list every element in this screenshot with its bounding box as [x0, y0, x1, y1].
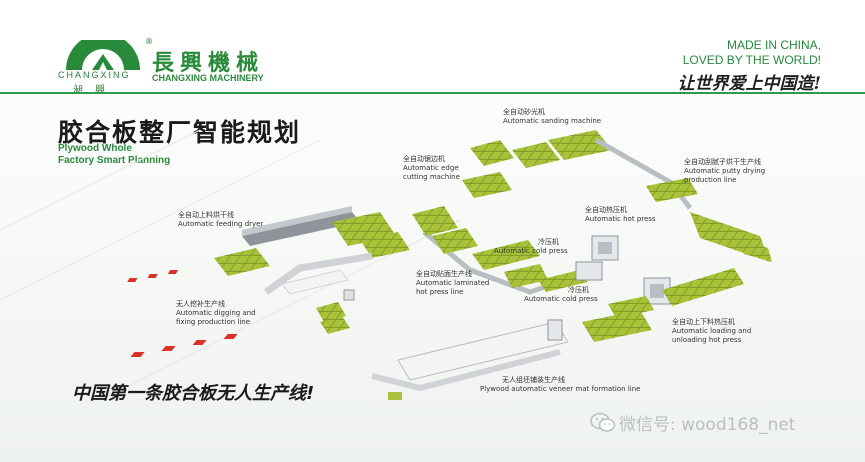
label-feeding-dryer-cn: 全自动上料烘干线	[178, 211, 234, 219]
label-veneer-cn: 无人组坯铺装生产线	[502, 376, 565, 384]
header: CHANGXING 昶興 ® 長興機械 CHANGXING MACHINERY …	[0, 0, 865, 96]
label-sanding: 全自动砂光机 Automatic sanding machine	[503, 108, 601, 126]
label-veneer-en: Plywood automatic veneer mat formation l…	[480, 385, 641, 393]
label-digging-en-1: Automatic digging and	[176, 309, 256, 317]
label-loading-cn: 全自动上下料热压机	[672, 318, 735, 326]
label-sanding-cn: 全自动砂光机	[503, 108, 545, 116]
putty-drying-line	[690, 212, 772, 262]
hot-press-machines	[575, 235, 744, 342]
bottom-slogan: 中国第一条胶合板无人生产线!	[72, 383, 315, 404]
slogan-line-2: LOVED BY THE WORLD!	[682, 53, 821, 67]
label-putty-cn: 全自动刮腻子烘干生产线	[684, 158, 761, 166]
label-laminated-en-2: hot press line	[416, 288, 464, 296]
label-hot-press-cn: 全自动热压机	[585, 206, 627, 214]
page-title: 胶合板整厂智能规划	[58, 118, 302, 147]
logo-chinese-text: 昶興	[73, 85, 117, 96]
veneer-formation-line	[130, 319, 569, 400]
page-subtitle: Plywood Whole Factory Smart Planning	[58, 143, 170, 167]
label-veneer-formation: 无人组坯铺装生产线 Plywood automatic veneer mat f…	[480, 376, 640, 394]
label-edge-en-2: cutting machine	[403, 173, 460, 181]
label-feeding-dryer-en: Automatic feeding dryer	[178, 220, 264, 228]
slogan-line-1: MADE IN CHINA,	[726, 38, 821, 52]
wechat-icon	[590, 412, 616, 432]
label-loading-en-2: unloading hot press	[672, 336, 742, 344]
logo-english-text: CHANGXING	[58, 70, 131, 80]
header-divider	[0, 92, 865, 94]
label-digging-cn: 无人挖补生产线	[176, 300, 225, 308]
sanding-line	[512, 130, 698, 210]
label-edge-cn: 全自动锯边机	[403, 155, 445, 163]
label-edge-cutting: 全自动锯边机 Automatic edge cutting machine	[403, 155, 460, 182]
registered-mark: ®	[145, 37, 153, 46]
label-digging-fixing: 无人挖补生产线 Automatic digging and fixing pro…	[176, 300, 256, 327]
label-cold-press-2: 冷压机 Automatic cold press	[524, 286, 598, 304]
label-hot-press-en: Automatic hot press	[585, 215, 656, 223]
feeding-dryer-line	[214, 206, 410, 276]
label-cold-press-1-cn: 冷压机	[538, 238, 559, 246]
main-loop-line	[412, 140, 589, 295]
label-hot-press: 全自动热压机 Automatic hot press	[585, 206, 656, 224]
label-laminated: 全自动贴面生产线 Automatic laminated hot press l…	[416, 270, 489, 297]
label-putty-en-1: Automatic putty drying	[684, 167, 766, 175]
label-laminated-cn: 全自动贴面生产线	[416, 270, 472, 278]
subtitle-line-2: Factory Smart Planning	[58, 155, 171, 166]
brand-english-name: CHANGXING MACHINERY	[152, 73, 264, 83]
label-feeding-dryer: 全自动上料烘干线 Automatic feeding dryer	[178, 211, 263, 229]
label-loading-en-1: Automatic loading and	[672, 327, 752, 335]
label-cold-press-2-cn: 冷压机	[568, 286, 589, 294]
label-loading-unloading: 全自动上下料热压机 Automatic loading and unloadin…	[672, 318, 751, 345]
label-cold-press-2-en: Automatic cold press	[524, 295, 598, 303]
production-line-diagram	[0, 129, 772, 401]
label-cold-press-1: 冷压机 Automatic cold press	[494, 238, 568, 256]
gear-logo-icon	[66, 40, 140, 70]
label-laminated-en-1: Automatic laminated	[416, 279, 490, 287]
watermark-text: 微信号: wood168_net	[619, 415, 796, 435]
subtitle-line-1: Plywood Whole	[58, 143, 132, 154]
label-digging-en-2: fixing production line	[176, 318, 251, 326]
label-putty-drying: 全自动刮腻子烘干生产线 Automatic putty drying produ…	[684, 158, 765, 185]
label-sanding-en: Automatic sanding machine	[503, 117, 602, 125]
slogan-chinese: 让世界爱上中国造!	[677, 74, 821, 94]
digging-fixing-line	[127, 252, 373, 334]
label-edge-en-1: Automatic edge	[403, 164, 459, 172]
brand-chinese-name: 長興機械	[152, 50, 265, 76]
label-putty-en-2: production line	[684, 176, 737, 184]
label-cold-press-1-en: Automatic cold press	[494, 247, 568, 255]
